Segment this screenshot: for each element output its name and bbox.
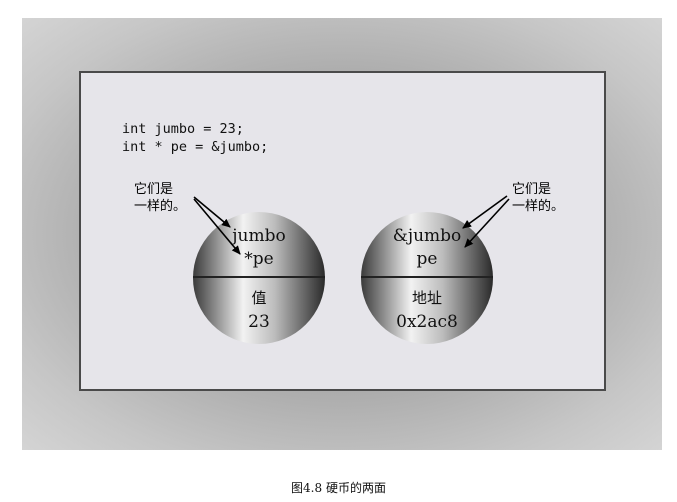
code-block: int jumbo = 23; int * pe = &jumbo; [122, 120, 268, 156]
right-note-line-1: 它们是 [512, 182, 552, 197]
left-coin-top-line-1: jumbo [230, 226, 285, 246]
right-coin-top-line-1: &jumbo [393, 226, 462, 246]
right-note-line-2: 一样的。 [512, 199, 565, 214]
code-line-1: int jumbo = 23; [122, 121, 244, 137]
left-coin: jumbo *pe 值 23 [193, 212, 325, 344]
right-note: 它们是一样的。 [512, 181, 564, 215]
right-coin: &jumbo pe 地址 0x2ac8 [361, 212, 493, 344]
left-coin-top-line-2: *pe [244, 249, 273, 269]
right-coin-top-line-2: pe [417, 249, 438, 269]
right-coin-bottom-value: 0x2ac8 [396, 312, 458, 332]
left-note-line-1: 它们是 [134, 182, 174, 197]
right-arrow-to-ampjumbo [462, 195, 508, 229]
left-note: 它们是一样的。 [134, 181, 186, 215]
right-arrow-to-pe [464, 198, 510, 248]
left-note-line-2: 一样的。 [134, 199, 187, 214]
left-arrow-to-pe [193, 198, 241, 255]
code-line-2: int * pe = &jumbo; [122, 139, 269, 155]
left-arrow-to-jumbo [193, 196, 231, 228]
right-coin-bottom-label: 地址 [412, 289, 442, 307]
left-coin-bottom-value: 23 [248, 312, 270, 332]
diagram-panel [79, 71, 606, 391]
figure-caption: 图4.8 硬币的两面 [291, 481, 386, 495]
left-coin-bottom-label: 值 [251, 289, 266, 307]
